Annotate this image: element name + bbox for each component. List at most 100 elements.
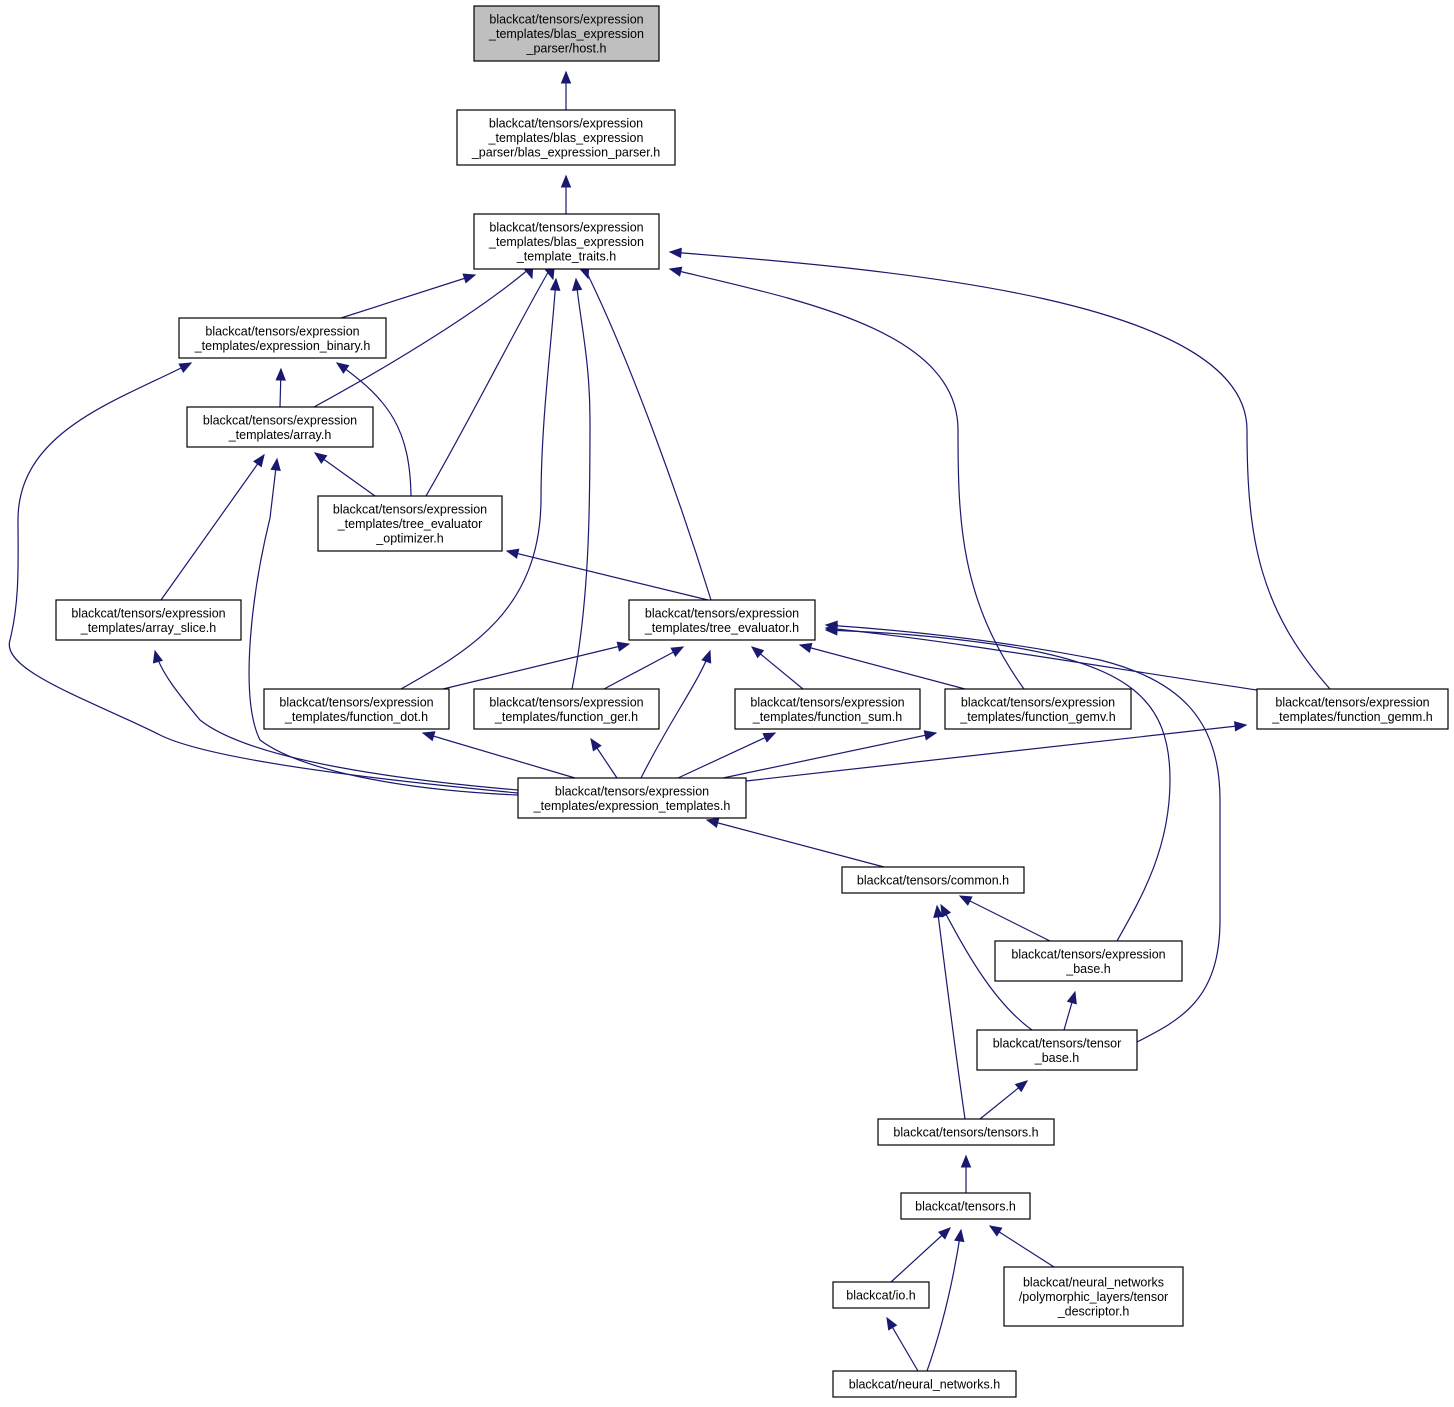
node-box [1003, 1266, 1184, 1327]
node-label-line: _templates/blas_expression [488, 235, 644, 249]
edge-fdot-to-expr_templates [421, 731, 576, 779]
node-box [994, 940, 1183, 982]
node-fgemv[interactable]: blackcat/tensors/expression_templates/fu… [944, 688, 1132, 730]
node-label-line: blackcat/io.h [846, 1289, 916, 1303]
node-fgemm[interactable]: blackcat/tensors/expression_templates/fu… [1256, 688, 1449, 730]
node-label-line: _descriptor.h [1057, 1305, 1130, 1319]
arrow-head-icon [798, 642, 813, 654]
edge-line [425, 267, 554, 497]
node-label-line: blackcat/tensors/expression [489, 221, 643, 235]
edge-blas_parser-to-host [560, 70, 572, 110]
edge-nn-to-tensors_h [926, 1228, 965, 1372]
node-fger[interactable]: blackcat/tensors/expression_templates/fu… [473, 688, 660, 730]
node-label-line: _templates/array_slice.h [80, 621, 217, 635]
edge-common-to-expr_templates [705, 817, 885, 868]
edge-fger-to-traits [571, 277, 591, 690]
node-label-line: blackcat/tensors/common.h [857, 874, 1009, 888]
node-label-line: _parser/host.h [526, 42, 607, 56]
node-label-line: _templates/expression_templates.h [533, 799, 731, 813]
edge-line [890, 1227, 951, 1283]
edge-line [669, 251, 1331, 690]
edge-fgemv-to-tree_eval [798, 642, 966, 690]
node-expr_templates[interactable]: blackcat/tensors/expression_templates/ex… [517, 777, 747, 819]
node-box [473, 213, 660, 270]
arrow-head-icon [701, 649, 712, 664]
edge-line [926, 1229, 962, 1372]
node-tree_eval[interactable]: blackcat/tensors/expression_templates/tr… [628, 599, 816, 641]
node-label-line: blackcat/tensors/expression [961, 695, 1115, 709]
edge-line [336, 362, 412, 497]
edge-tensors_tensors-to-tensor_base [979, 1080, 1029, 1120]
edge-line [248, 458, 519, 796]
edge-expr_templates-to-array [248, 457, 519, 796]
arrow-head-icon [668, 266, 683, 277]
node-box [944, 688, 1132, 730]
edge-io-to-tensors_h [890, 1227, 951, 1283]
node-io[interactable]: blackcat/io.h [832, 1281, 930, 1309]
node-blas_parser[interactable]: blackcat/tensors/expression_templates/bl… [456, 109, 676, 166]
arrow-head-icon [960, 1154, 972, 1168]
arrow-head-icon [550, 277, 561, 291]
edge-expr_templates-to-tree_eval [640, 649, 712, 779]
node-label-line: blackcat/tensors/expression [203, 413, 357, 427]
node-fdot[interactable]: blackcat/tensors/expression_templates/fu… [263, 688, 450, 730]
node-box [186, 406, 374, 448]
node-label-line: blackcat/tensors/tensor [993, 1036, 1122, 1050]
node-expr_base[interactable]: blackcat/tensors/expression_base.h [994, 940, 1183, 982]
node-optimizer[interactable]: blackcat/tensors/expression_templates/tr… [317, 495, 503, 552]
node-label-line: blackcat/tensors/expression [555, 784, 709, 798]
node-label-line: blackcat/neural_networks.h [849, 1378, 1001, 1392]
edge-optimizer-to-binary [335, 362, 412, 497]
arrow-head-icon [590, 737, 602, 752]
node-array[interactable]: blackcat/tensors/expression_templates/ar… [186, 406, 374, 448]
arrow-head-icon [275, 367, 286, 381]
node-box [55, 599, 242, 641]
node-box [1256, 688, 1449, 730]
arrow-head-icon [560, 174, 572, 188]
node-label-line: _templates/function_ger.h [494, 710, 638, 724]
node-label-line: _base.h [1065, 962, 1111, 976]
arrow-head-icon [668, 247, 682, 259]
node-binary[interactable]: blackcat/tensors/expression_templates/ex… [178, 317, 387, 359]
edge-fdot-to-tree_eval [442, 641, 631, 690]
edge-line [677, 732, 776, 779]
edge-line [313, 267, 533, 408]
arrow-head-icon [886, 1316, 898, 1331]
node-tensors_h[interactable]: blackcat/tensors.h [900, 1192, 1031, 1220]
node-box [976, 1029, 1138, 1071]
node-box [628, 599, 816, 641]
node-label-line: blackcat/tensors/expression [279, 695, 433, 709]
node-tensors_tensors[interactable]: blackcat/tensors/tensors.h [877, 1118, 1055, 1146]
edge-line [603, 646, 684, 690]
node-label-line: /polymorphic_layers/tensor [1019, 1290, 1168, 1304]
node-fsum[interactable]: blackcat/tensors/expression_templates/fu… [734, 688, 921, 730]
node-label-line: blackcat/neural_networks [1023, 1276, 1164, 1290]
edge-optimizer-to-traits [425, 266, 555, 497]
arrow-head-icon [505, 548, 520, 559]
edge-line [400, 278, 557, 690]
edge-fger-to-expr_templates [590, 737, 618, 779]
edge-tensor_desc-to-tensors_h [988, 1225, 1055, 1268]
node-tensor_base[interactable]: blackcat/tensors/tensor_base.h [976, 1029, 1138, 1071]
node-label-line: blackcat/tensors/expression [489, 117, 643, 131]
node-label-line: _templates/function_dot.h [284, 710, 428, 724]
node-label-line: _template_traits.h [516, 250, 616, 264]
arrow-head-icon [571, 277, 583, 291]
edge-expr_base-to-tree_eval [824, 625, 1171, 942]
edge-line [442, 643, 630, 690]
edge-line [422, 732, 576, 779]
node-label-line: blackcat/tensors/expression [489, 13, 643, 27]
edge-line [506, 550, 709, 601]
node-array_slice[interactable]: blackcat/tensors/expression_templates/ar… [55, 599, 242, 641]
node-tensor_desc[interactable]: blackcat/neural_networks/polymorphic_lay… [1003, 1266, 1184, 1327]
edge-fgemv-to-traits [668, 266, 1025, 690]
node-traits[interactable]: blackcat/tensors/expression_templates/bl… [473, 213, 660, 270]
edge-tree_eval-to-traits [579, 265, 712, 601]
edge-fgemv-to-expr_templates [722, 730, 938, 779]
edge-line [340, 274, 476, 319]
node-box [832, 1281, 930, 1309]
node-nn[interactable]: blackcat/neural_networks.h [832, 1370, 1017, 1398]
edge-fgemm-to-expr_templates [745, 721, 1248, 782]
node-common[interactable]: blackcat/tensors/common.h [841, 866, 1025, 894]
